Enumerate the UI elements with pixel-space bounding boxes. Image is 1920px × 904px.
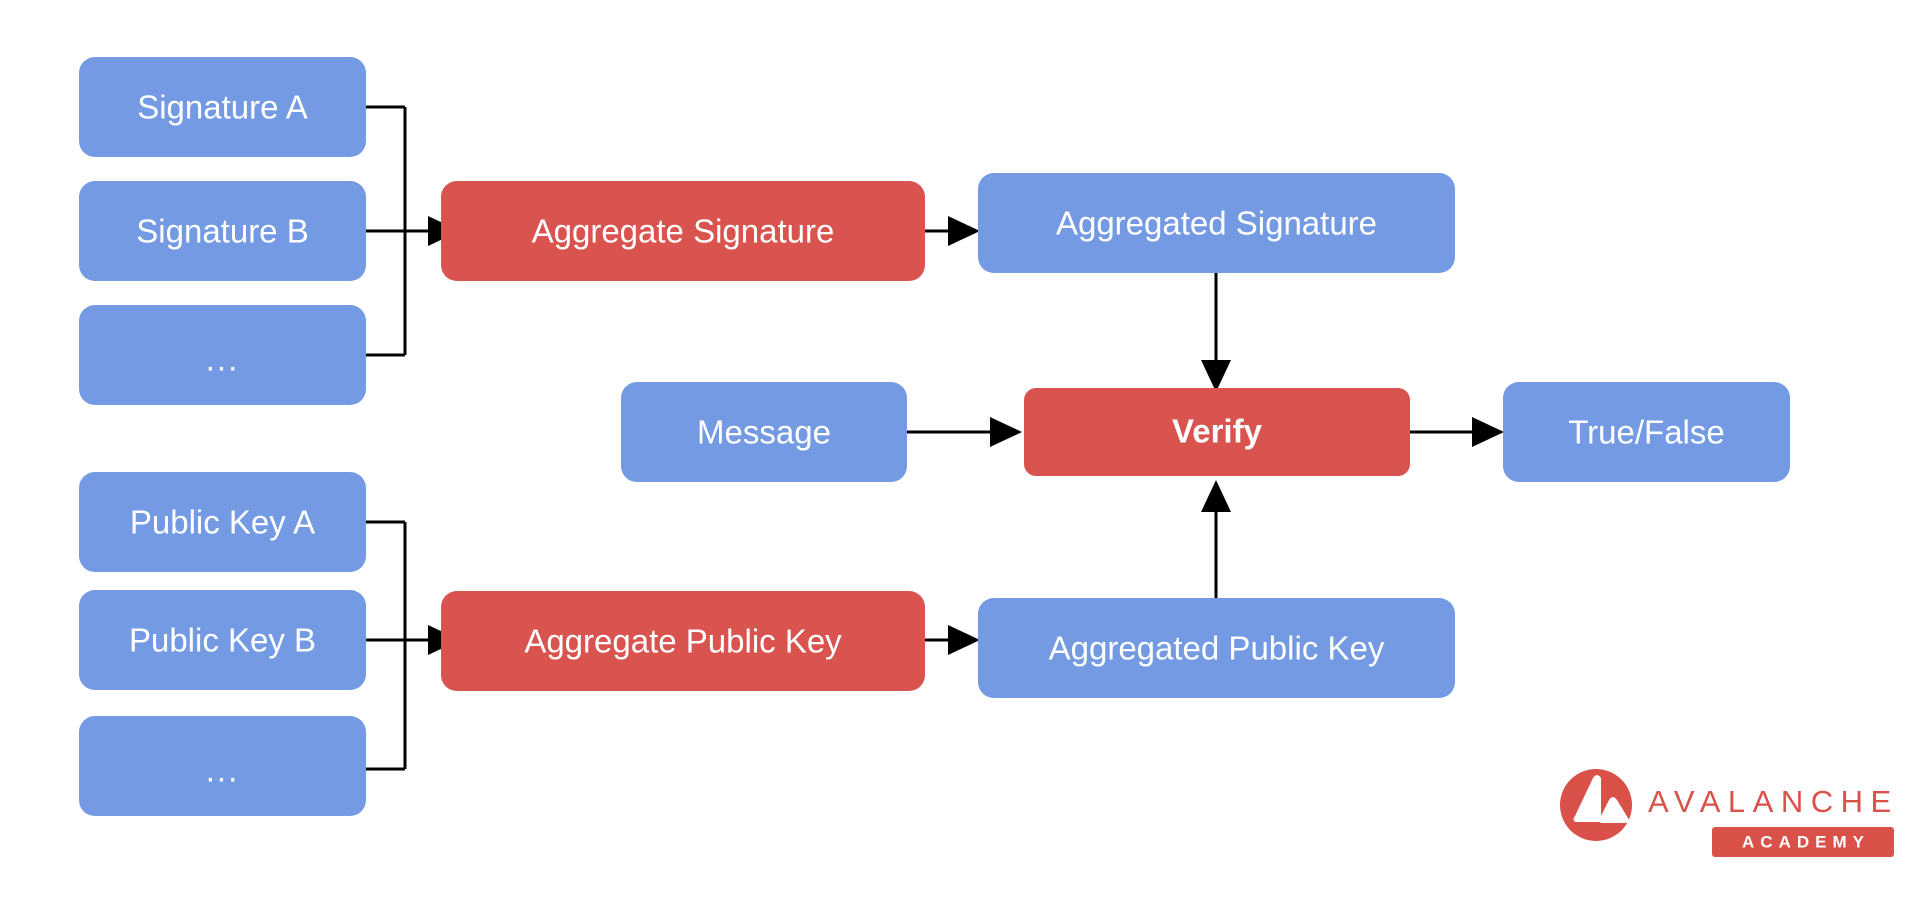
node-label: Message: [697, 414, 831, 451]
avalanche-logo-icon: [1560, 769, 1632, 841]
node-signature-more[interactable]: ...: [79, 305, 366, 405]
connector-message-to-verify: [907, 417, 1022, 447]
connector-aggregated-signature-to-verify: [1201, 273, 1231, 392]
node-label: Aggregate Signature: [532, 213, 835, 250]
arrowhead-up-to-verify: [1201, 480, 1231, 512]
connector-aggregate-to-aggregated-public-key: [925, 625, 980, 655]
node-label: ...: [206, 752, 240, 789]
node-box: [79, 57, 366, 157]
avalanche-academy-logo: AVALANCHE ACADEMY: [1560, 769, 1899, 857]
connector-aggregate-to-aggregated-signature: [925, 216, 980, 246]
logo-wordmark: AVALANCHE: [1648, 784, 1899, 819]
arrowhead-to-aggregated-signature: [948, 216, 980, 246]
node-signature-b[interactable]: Signature B: [79, 181, 366, 281]
node-aggregated-signature[interactable]: Aggregated Signature: [978, 173, 1455, 273]
node-label: Verify: [1172, 413, 1263, 450]
logo-peak-main: [1573, 775, 1601, 822]
node-box: [441, 591, 925, 691]
node-label: Aggregated Public Key: [1049, 630, 1385, 667]
node-verify[interactable]: Verify: [1024, 388, 1410, 476]
node-box: [79, 716, 366, 816]
node-box: [1503, 382, 1790, 482]
arrowhead-to-aggregated-public-key: [948, 625, 980, 655]
node-label: Aggregated Signature: [1056, 205, 1377, 242]
node-box: [1024, 388, 1410, 476]
node-label: Signature B: [136, 213, 308, 250]
node-label: True/False: [1568, 414, 1725, 451]
node-box: [441, 181, 925, 281]
node-box: [79, 472, 366, 572]
node-label: ...: [206, 341, 240, 378]
node-box: [79, 181, 366, 281]
node-box: [978, 598, 1455, 698]
badge-background: [1712, 827, 1894, 857]
node-public-key-a[interactable]: Public Key A: [79, 472, 366, 572]
node-box: [79, 590, 366, 690]
node-label: Signature A: [137, 89, 308, 126]
node-public-key-b[interactable]: Public Key B: [79, 590, 366, 690]
node-label: Public Key B: [129, 622, 316, 659]
connector-verify-to-true-false: [1410, 417, 1504, 447]
node-aggregate-public-key[interactable]: Aggregate Public Key: [441, 591, 925, 691]
node-label: Aggregate Public Key: [524, 623, 842, 660]
arrowhead-to-true-false: [1472, 417, 1504, 447]
badge-label: ACADEMY: [1742, 832, 1870, 851]
logo-peak-small: [1599, 797, 1629, 823]
connector-aggregated-public-key-to-verify: [1201, 480, 1231, 598]
arrowhead-down-to-verify: [1201, 360, 1231, 392]
arrowhead-to-verify: [990, 417, 1022, 447]
node-aggregated-public-key[interactable]: Aggregated Public Key: [978, 598, 1455, 698]
node-public-key-more[interactable]: ...: [79, 716, 366, 816]
node-label: Public Key A: [130, 504, 315, 541]
node-box: [621, 382, 907, 482]
node-box: [79, 305, 366, 405]
node-signature-a[interactable]: Signature A: [79, 57, 366, 157]
node-aggregate-signature[interactable]: Aggregate Signature: [441, 181, 925, 281]
logo-academy-badge: ACADEMY: [1712, 827, 1894, 857]
node-box: [978, 173, 1455, 273]
node-message[interactable]: Message: [621, 382, 907, 482]
node-true-false[interactable]: True/False: [1503, 382, 1790, 482]
